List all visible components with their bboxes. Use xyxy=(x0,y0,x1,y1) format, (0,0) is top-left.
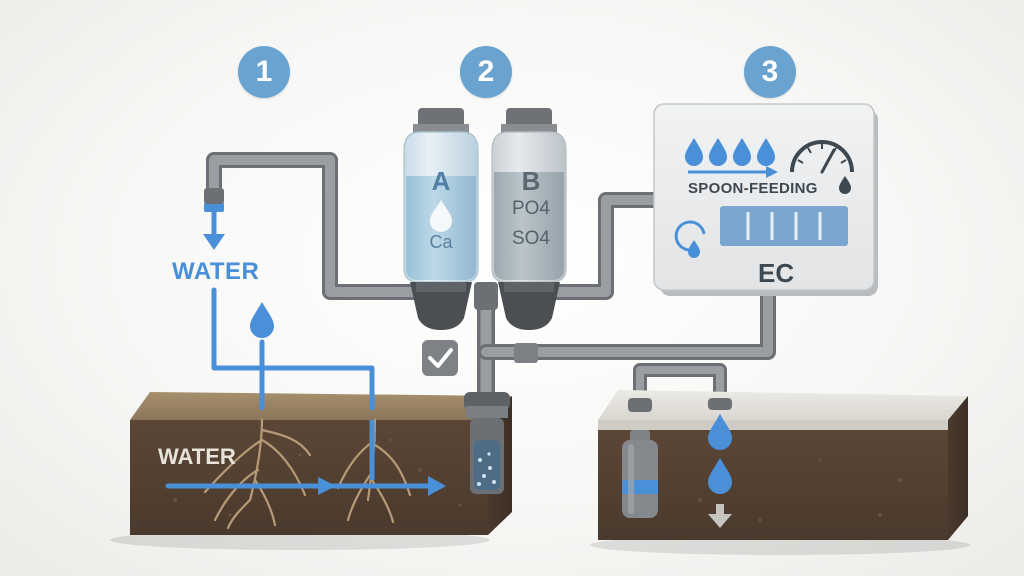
tank-b-element-1: PO4 xyxy=(506,198,556,220)
tank-b-element-1-text: PO4 xyxy=(511,198,551,219)
drop-icon xyxy=(708,414,732,494)
recycle-drop-icon xyxy=(674,220,706,258)
soil-water-arrow xyxy=(165,420,446,496)
pipe-network xyxy=(206,152,776,405)
drip-emitter xyxy=(622,430,658,518)
faucet-nozzle xyxy=(204,188,224,204)
tank-a-label: A xyxy=(431,166,451,196)
down-arrow-icon xyxy=(708,504,732,528)
tank-b-element-2: SO4 xyxy=(506,228,556,250)
left-soil-block xyxy=(110,392,512,550)
tank-a xyxy=(403,108,479,330)
drop-icon xyxy=(250,302,274,338)
step-badge-3: 3 xyxy=(744,46,796,98)
water-arrow-down-icon xyxy=(203,202,225,250)
checkmark-icon xyxy=(422,340,458,376)
panel-title: SPOON-FEEDING xyxy=(688,180,818,197)
water-label-top: WATER xyxy=(172,258,260,285)
panel-ec-label: EC xyxy=(758,258,795,288)
tank-b-label: B xyxy=(521,166,541,196)
arrow-icon xyxy=(688,166,778,178)
control-panel xyxy=(653,103,878,296)
filter-canister xyxy=(464,392,510,494)
ec-level-ticks xyxy=(746,212,822,240)
gauge-icon xyxy=(790,140,854,194)
step-badge-2: 2 xyxy=(460,46,512,98)
pipe-coupling xyxy=(514,343,538,363)
water-label-soil: WATER xyxy=(158,444,236,469)
water-flow-line xyxy=(211,287,375,411)
drop-icon xyxy=(685,138,775,166)
tank-b xyxy=(491,108,567,330)
tank-a-element: Ca xyxy=(429,232,453,252)
step-badge-1: 1 xyxy=(238,46,290,98)
tank-b-element-2-text: SO4 xyxy=(511,228,551,249)
pipe-junction xyxy=(474,282,498,310)
ec-level-bar xyxy=(720,206,848,246)
